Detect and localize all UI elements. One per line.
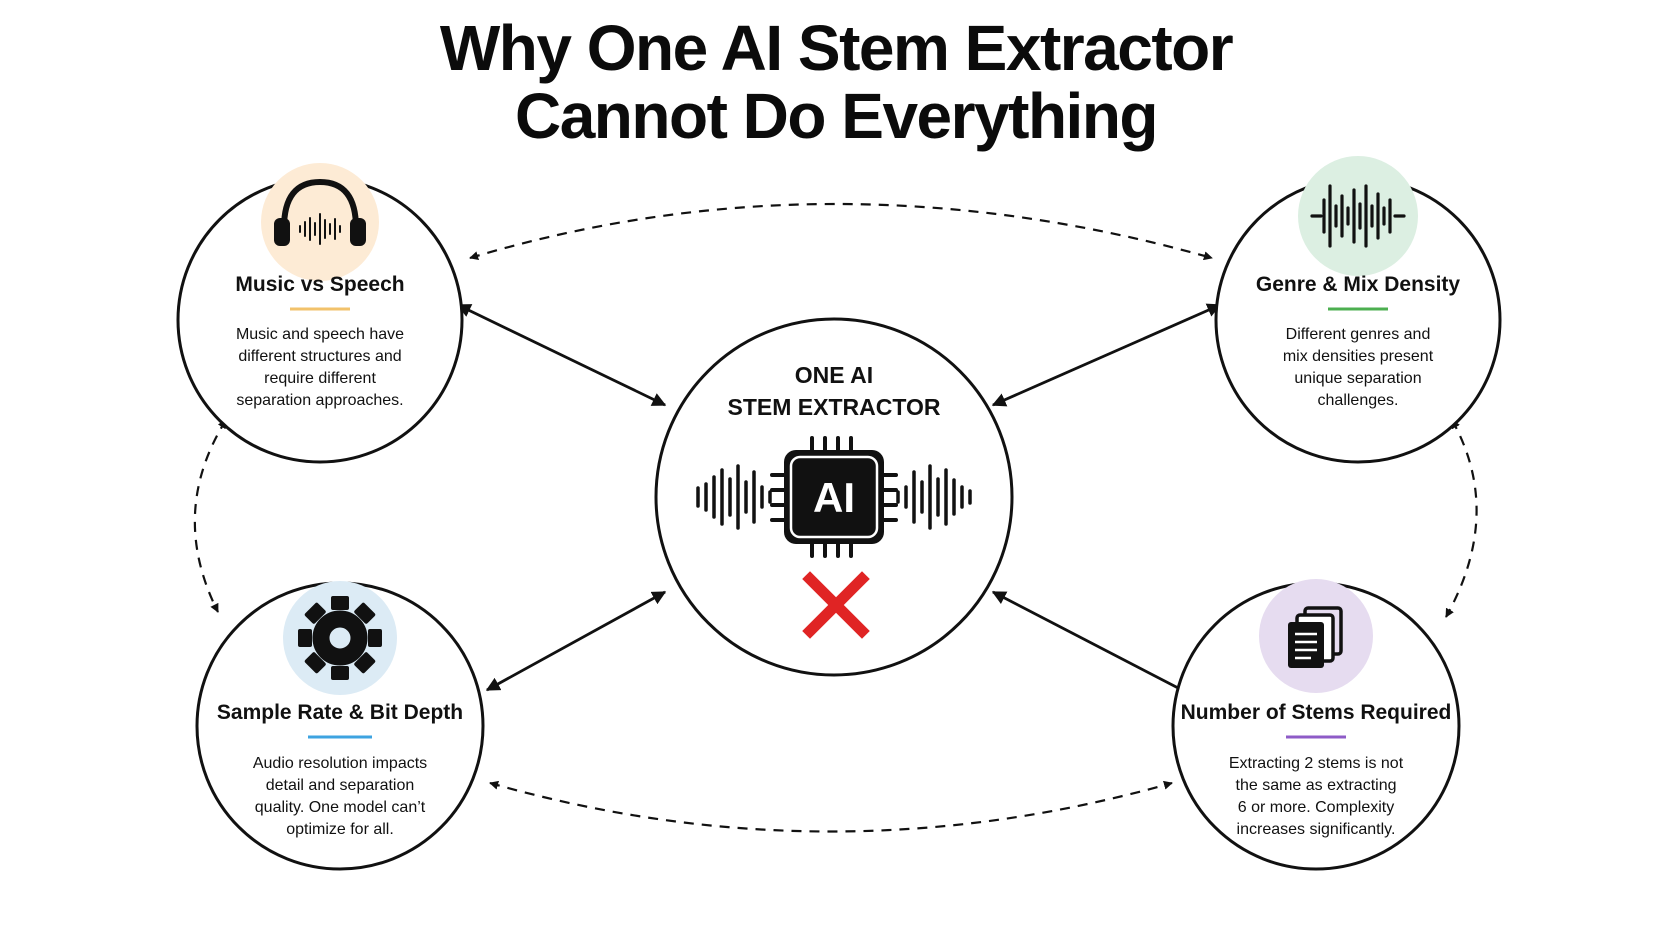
- documents-icon: [1288, 606, 1343, 668]
- dashed-arrow-left: [193, 419, 227, 613]
- node-title: Sample Rate & Bit Depth: [217, 701, 463, 724]
- node-desc-line-3: 6 or more. Complexity: [1238, 799, 1395, 816]
- dashed-arrow-bottom: [489, 780, 1173, 833]
- headphones-icon: [274, 178, 366, 246]
- ai-chip-icon: AI: [770, 436, 898, 558]
- arrow-genre-center: [991, 303, 1222, 407]
- icon-background: [1298, 156, 1418, 276]
- node-desc-line-1: Different genres and: [1286, 326, 1431, 343]
- node-desc-line-3: require different: [264, 370, 376, 387]
- node-desc-line-4: separation approaches.: [236, 392, 403, 409]
- node-desc-line-2: mix densities present: [1283, 348, 1434, 365]
- node-desc-line-4: increases significantly.: [1237, 821, 1396, 838]
- node-title: Number of Stems Required: [1181, 701, 1452, 724]
- center-title-line-2: STEM EXTRACTOR: [728, 394, 941, 420]
- dashed-arrow-top: [469, 202, 1213, 261]
- node-desc-line-1: Music and speech have: [236, 326, 404, 343]
- page-title: Why One AI Stem Extractor Cannot Do Ever…: [0, 14, 1672, 150]
- center-node: ONE AI STEM EXTRACTOR: [654, 317, 1014, 677]
- node-sample-rate-bit-depth: Sample Rate & Bit Depth Audio resolution…: [195, 581, 485, 871]
- red-x-icon: [802, 571, 870, 639]
- arrow-sample-center: [485, 590, 667, 692]
- arrow-music-center: [456, 303, 667, 407]
- arrow-stems-center: [991, 590, 1183, 692]
- node-desc-line-1: Extracting 2 stems is not: [1229, 755, 1404, 772]
- dashed-arrow-right: [1445, 419, 1478, 618]
- gear-icon: [298, 596, 382, 680]
- page-title-line-1: Why One AI Stem Extractor: [439, 12, 1234, 84]
- node-desc-line-4: challenges.: [1318, 392, 1399, 409]
- node-number-of-stems: Number of Stems Required Extracting 2 st…: [1171, 579, 1461, 871]
- waveform-icon: [1310, 184, 1406, 248]
- chip-label: AI: [813, 474, 855, 521]
- center-waveform-left: [696, 464, 772, 530]
- node-desc-line-1: Audio resolution impacts: [253, 755, 427, 772]
- node-desc-line-2: detail and separation: [266, 777, 415, 794]
- node-genre-mix-density: Genre & Mix Density Different genres and…: [1214, 156, 1502, 464]
- node-title: Music vs Speech: [235, 273, 404, 296]
- page-title-line-2: Cannot Do Everything: [514, 80, 1159, 152]
- solid-connectors: [456, 303, 1222, 692]
- node-desc-line-2: the same as extracting: [1236, 777, 1397, 794]
- node-music-vs-speech: Music vs Speech Music and speech have di…: [176, 163, 464, 464]
- node-desc-line-2: different structures and: [238, 348, 401, 365]
- node-desc-line-4: optimize for all.: [286, 821, 394, 838]
- node-desc-line-3: quality. One model can’t: [255, 799, 426, 816]
- dashed-connectors: [193, 202, 1478, 833]
- center-waveform-right: [896, 464, 972, 530]
- center-title-line-1: ONE AI: [795, 362, 873, 388]
- node-title: Genre & Mix Density: [1256, 273, 1461, 296]
- node-desc-line-3: unique separation: [1294, 370, 1421, 387]
